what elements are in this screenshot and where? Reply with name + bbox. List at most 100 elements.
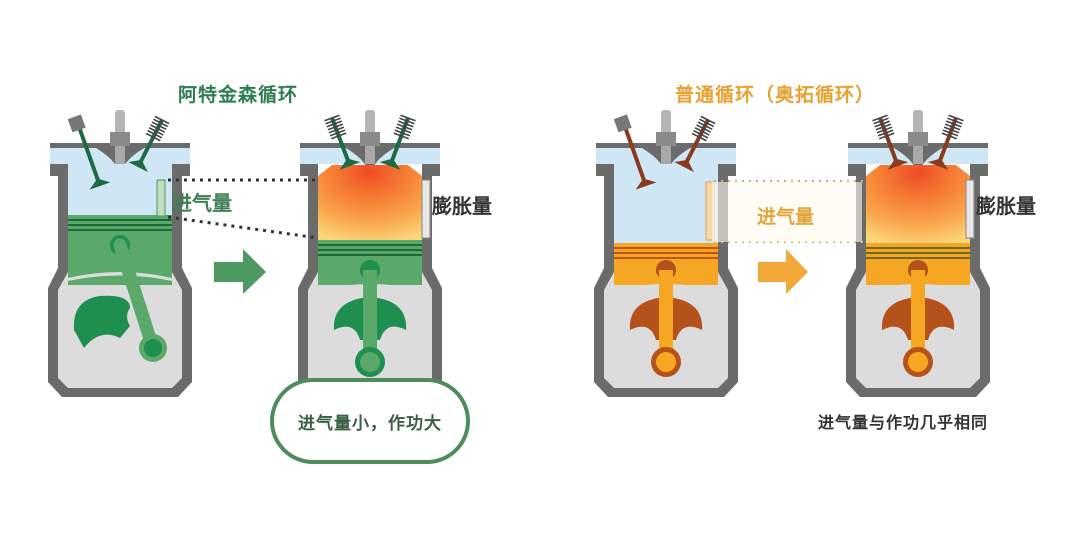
- combustion-flame: [318, 165, 422, 240]
- engine-1: [48, 110, 192, 397]
- cylinder-wall-left: [604, 160, 614, 260]
- dotted-guide-bottom: [167, 215, 319, 240]
- head-bottom-right: [172, 164, 190, 176]
- piston-ring: [614, 247, 718, 249]
- valve-spring: [948, 114, 964, 122]
- head-bottom-right: [970, 164, 988, 176]
- cylinder-wall-left: [308, 160, 318, 260]
- atkinson-expansion-label: 膨胀量: [432, 194, 492, 218]
- head-bottom-left: [50, 164, 68, 176]
- valve-head: [128, 159, 148, 173]
- piston-skirt: [614, 284, 718, 293]
- valve-spring: [872, 114, 888, 122]
- valve-stem: [76, 123, 102, 187]
- atkinson-intake-label: 进气量: [172, 191, 232, 215]
- atkinson-conclusion-bubble: 进气量小，作功大: [270, 378, 470, 464]
- valve-cam-block: [613, 114, 632, 133]
- valve-spring: [873, 117, 889, 125]
- engine-4: [846, 110, 990, 397]
- valve-spring: [326, 120, 343, 128]
- valve-spring: [151, 121, 167, 131]
- valve-spring: [697, 121, 713, 131]
- spark-plug-body: [908, 132, 928, 146]
- spark-plug-core: [115, 146, 125, 164]
- valve-spring: [147, 129, 163, 139]
- crank-counterweight: [73, 295, 130, 348]
- valve-spring: [691, 132, 707, 142]
- otto-conclusion-text: 进气量与作功几乎相同: [818, 413, 989, 432]
- valve-head: [674, 159, 694, 173]
- valve-spring: [397, 120, 414, 128]
- valve-spring: [876, 126, 893, 134]
- head-bottom-right: [718, 164, 736, 176]
- otto-cycle-title: 普通循环（奥拓循环）: [675, 84, 876, 106]
- engine-3: [594, 110, 738, 397]
- crank-pin: [360, 352, 380, 372]
- crank-pin: [144, 339, 162, 357]
- valve-spring: [324, 114, 340, 122]
- valve-spring: [325, 117, 341, 125]
- valve-stem: [330, 117, 352, 167]
- piston-ring: [318, 249, 422, 251]
- valve-spring: [877, 129, 894, 137]
- valve-spring: [399, 117, 415, 125]
- spark-plug-core: [365, 146, 375, 164]
- piston-ring: [866, 247, 970, 249]
- valve-head: [927, 158, 949, 170]
- valve-spring: [941, 132, 958, 140]
- spark-plug-body: [360, 132, 380, 146]
- valve-spring: [394, 129, 411, 137]
- spark-plug-core: [913, 146, 923, 164]
- valve-head: [339, 158, 361, 170]
- piston-ring: [68, 219, 172, 221]
- head-bottom-left: [848, 164, 866, 176]
- valve-spring: [395, 126, 412, 134]
- valve-stem: [682, 119, 710, 168]
- valve-spring: [693, 129, 709, 139]
- valve-spring: [947, 117, 963, 125]
- valve-spring: [145, 132, 161, 142]
- spark-plug-body: [656, 132, 676, 146]
- atkinson-conclusion-text: 进气量小，作功大: [298, 413, 442, 434]
- intake-air-charge: [614, 164, 718, 243]
- head-bottom-left: [596, 164, 614, 176]
- valve-cam-block: [67, 114, 86, 133]
- otto-expansion-bar: [965, 179, 975, 239]
- piston-ring: [614, 252, 718, 254]
- valve-spring: [400, 114, 416, 122]
- atkinson-transition-arrow: [214, 249, 266, 294]
- valve-spring: [329, 129, 346, 137]
- cylinder-wall-right: [172, 160, 182, 260]
- crank-pin: [656, 352, 676, 372]
- engine-2: [298, 110, 442, 397]
- connecting-rod: [113, 238, 160, 355]
- piston-ring: [866, 257, 970, 259]
- valve-stem: [622, 123, 648, 187]
- valve-spring: [878, 132, 895, 140]
- combustion-flame: [866, 165, 970, 243]
- valve-spring: [696, 124, 712, 133]
- valve-spring: [154, 115, 170, 125]
- valve-stem: [136, 119, 164, 168]
- valve-spring: [943, 126, 960, 134]
- valve-head: [887, 158, 909, 170]
- spark-plug-tip: [115, 110, 125, 134]
- piston-ring: [68, 224, 172, 226]
- valve-spring: [700, 115, 716, 125]
- intake-air-charge: [68, 164, 172, 215]
- valve-spring: [945, 120, 962, 128]
- piston-ring: [318, 244, 422, 246]
- valve-spring: [148, 127, 164, 136]
- piston-ring: [318, 254, 422, 256]
- piston-ring: [68, 229, 172, 231]
- valve-spring: [393, 132, 410, 140]
- valve-stem: [936, 117, 958, 167]
- cylinder-wall-right: [970, 160, 980, 260]
- piston-ring: [614, 257, 718, 259]
- piston-ring: [866, 252, 970, 254]
- atkinson-cycle-title: 阿特金森循环: [178, 84, 299, 106]
- spark-plug-tip: [913, 110, 923, 134]
- cylinder-wall-left: [58, 160, 68, 260]
